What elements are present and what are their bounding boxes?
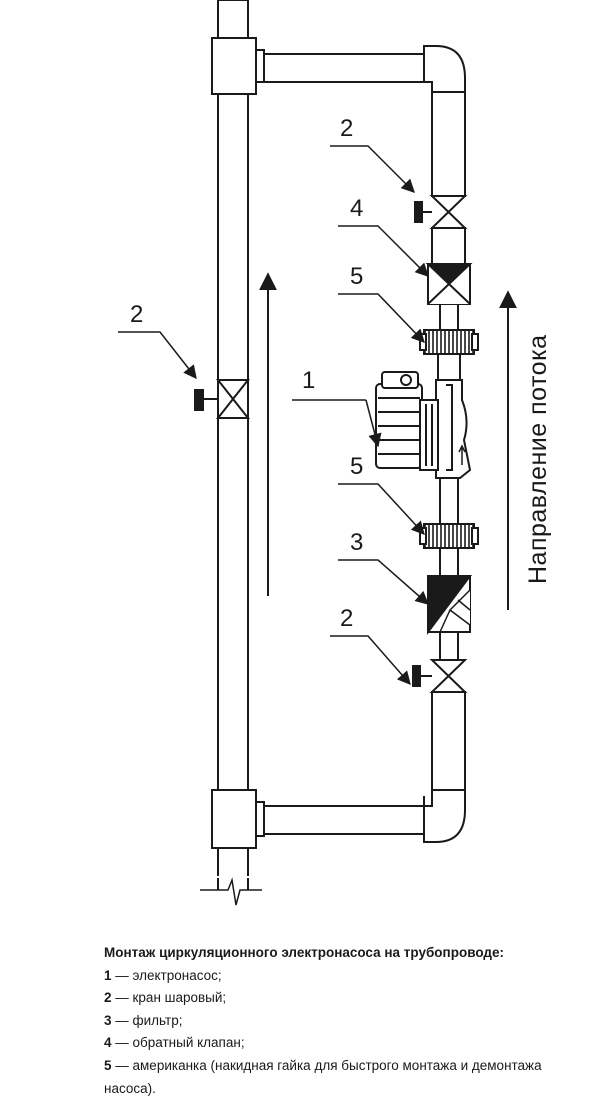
leader-line-check-valve [338, 225, 429, 277]
legend-item: 1 — электронасос; [104, 965, 594, 988]
callout-pump: 1 [302, 367, 315, 394]
top-elbow [423, 45, 466, 95]
leader-line-filter [338, 559, 430, 605]
legend-item: 3 — фильтр; [104, 1010, 594, 1033]
ball-valve-bottom [412, 659, 468, 693]
legend-item-number: 5 [104, 1057, 112, 1073]
ball-valve-left [194, 379, 251, 419]
bottom-tee-fitting [211, 789, 425, 849]
filter [427, 575, 472, 635]
union-nut-bottom [419, 523, 479, 549]
leader-line-pump-tail [365, 399, 382, 448]
leader-line-union-top [338, 293, 425, 343]
legend: Монтаж циркуляционного электронасоса на … [104, 942, 594, 1100]
callout-valve-top: 2 [340, 115, 353, 142]
pipe-break-symbol [200, 876, 262, 906]
legend-item-number: 1 [104, 967, 112, 983]
legend-item-text: — фильтр; [111, 1012, 183, 1028]
legend-item-number: 4 [104, 1035, 112, 1051]
legend-item-text: — кран шаровый; [111, 990, 227, 1006]
legend-item-text: — обратный клапан; [111, 1035, 245, 1051]
pump-installation-diagram: 1 2 2 2 4 5 5 3 Направление потока [118, 0, 552, 906]
legend-item: 2 — кран шаровый; [104, 987, 594, 1010]
leader-line-valve-top [330, 145, 415, 193]
ball-valve-top [414, 195, 468, 229]
legend-item-number: 2 [104, 990, 112, 1006]
check-valve [425, 263, 473, 305]
circulation-pump [375, 371, 472, 479]
leader-line-valve-left [118, 331, 197, 380]
legend-item-number: 3 [104, 1012, 112, 1028]
legend-title: Монтаж циркуляционного электронасоса на … [104, 945, 504, 960]
callout-union-bottom: 5 [350, 453, 363, 480]
callout-check-valve: 4 [350, 195, 363, 222]
top-tee-fitting [211, 37, 425, 95]
callout-valve-bottom: 2 [340, 605, 353, 632]
legend-item: 4 — обратный клапан; [104, 1032, 594, 1055]
flow-direction-label: Направление потока [524, 335, 552, 584]
leader-line-union-bottom [338, 483, 425, 535]
callout-valve-left: 2 [130, 301, 143, 328]
bottom-elbow [423, 789, 466, 843]
legend-item-text: — американка (накидная гайка для быстрог… [104, 1057, 542, 1096]
union-nut-top [419, 329, 479, 355]
callout-filter: 3 [350, 529, 363, 556]
legend-item: 5 — американка (накидная гайка для быстр… [104, 1055, 594, 1100]
main-riser-pipe [217, 0, 249, 881]
callout-union-top: 5 [350, 263, 363, 290]
legend-item-text: — электронасос; [111, 967, 222, 983]
leader-line-valve-bottom [330, 635, 411, 686]
